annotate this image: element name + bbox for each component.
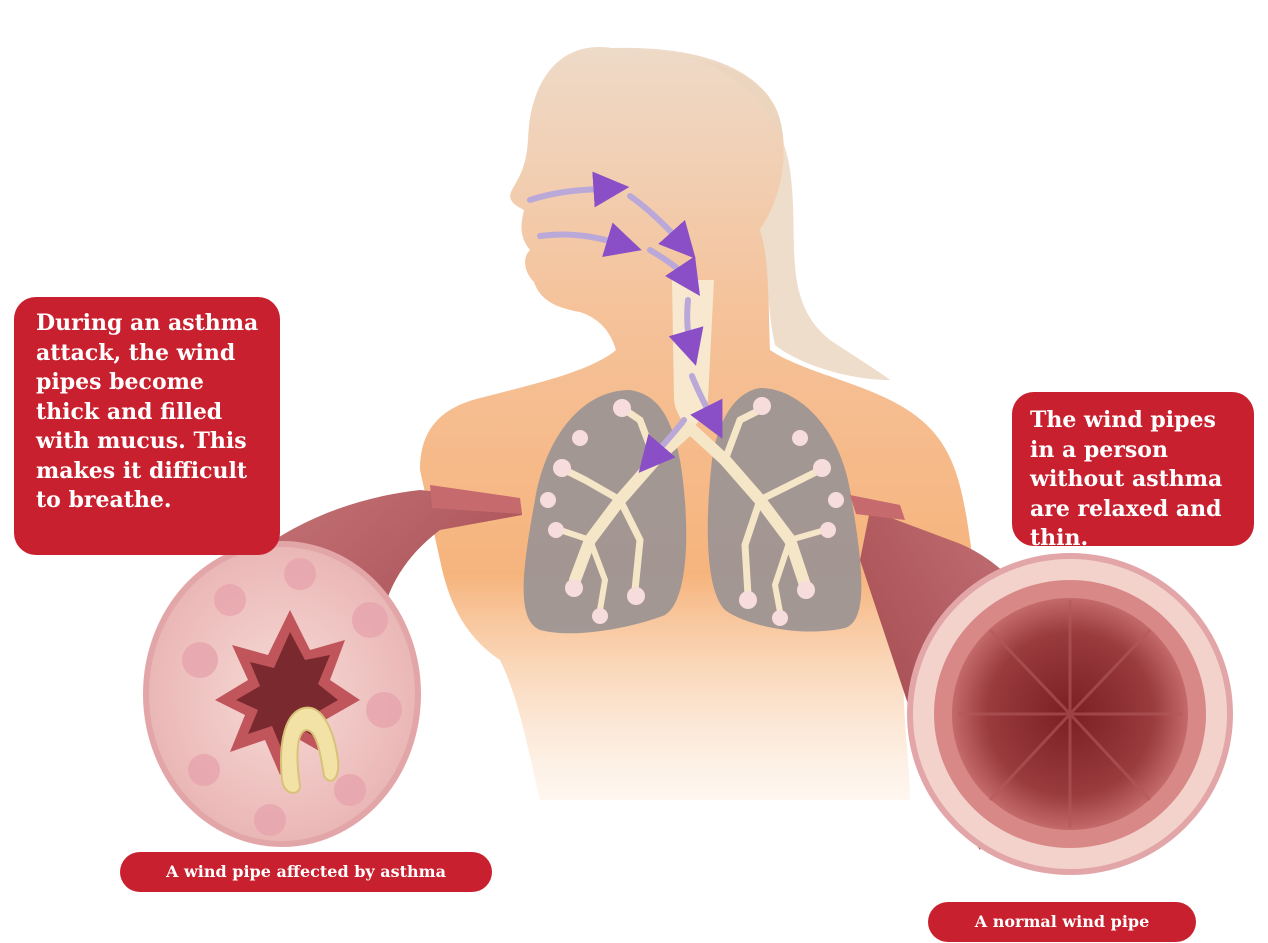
asthma-pipe-label: A wind pipe affected by asthma xyxy=(120,852,492,892)
asthma-attack-callout: During an asthma attack, the wind pipes … xyxy=(14,297,280,555)
normal-airway-callout: The wind pipes in a person without asthm… xyxy=(1012,392,1254,546)
normal-pipe-label: A normal wind pipe xyxy=(928,902,1196,942)
